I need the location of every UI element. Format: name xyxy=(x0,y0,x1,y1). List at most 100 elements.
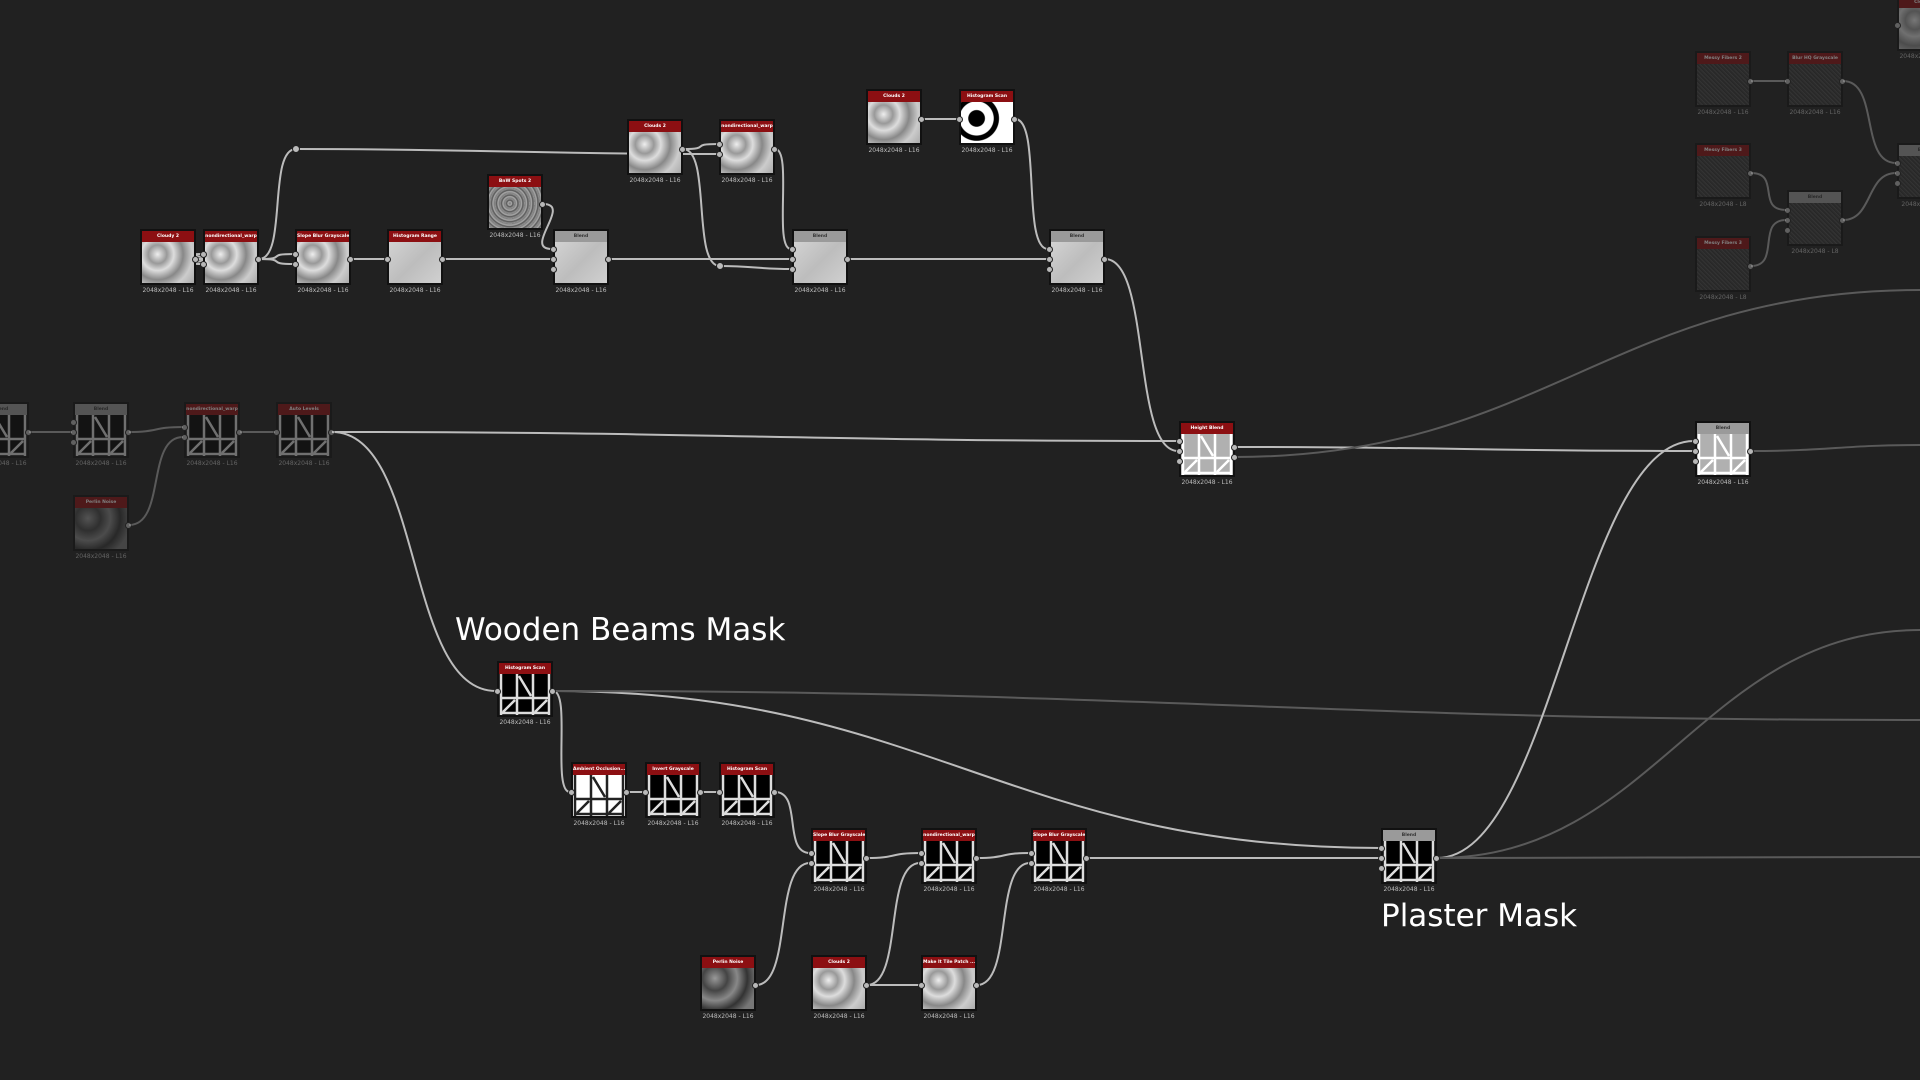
output-port[interactable] xyxy=(125,522,132,529)
input-port[interactable] xyxy=(1176,448,1183,455)
input-port[interactable] xyxy=(292,261,299,268)
input-port[interactable] xyxy=(1046,256,1053,263)
output-port[interactable] xyxy=(1231,444,1238,451)
input-port[interactable] xyxy=(1784,78,1791,85)
input-port[interactable] xyxy=(918,850,925,857)
input-port[interactable] xyxy=(716,141,723,148)
input-port[interactable] xyxy=(292,251,299,258)
output-port[interactable] xyxy=(1747,263,1754,270)
output-port[interactable] xyxy=(752,982,759,989)
input-port[interactable] xyxy=(70,439,77,446)
input-port[interactable] xyxy=(1784,217,1791,224)
output-port[interactable] xyxy=(255,256,262,263)
output-port[interactable] xyxy=(1839,217,1846,224)
output-port[interactable] xyxy=(192,256,199,263)
input-port[interactable] xyxy=(1692,448,1699,455)
output-port[interactable] xyxy=(1083,855,1090,862)
output-port[interactable] xyxy=(1747,448,1754,455)
graph-node[interactable]: Ambient Occlusion...2048x2048 - L16 xyxy=(568,762,630,827)
output-port[interactable] xyxy=(236,429,243,436)
input-port[interactable] xyxy=(642,789,649,796)
input-port[interactable] xyxy=(1176,438,1183,445)
input-port[interactable] xyxy=(789,266,796,273)
input-port[interactable] xyxy=(1046,246,1053,253)
input-port[interactable] xyxy=(1176,458,1183,465)
output-port[interactable] xyxy=(549,688,556,695)
input-port[interactable] xyxy=(200,261,207,268)
input-port[interactable] xyxy=(550,246,557,253)
input-port[interactable] xyxy=(1894,180,1901,187)
input-port[interactable] xyxy=(956,116,963,123)
output-port[interactable] xyxy=(1101,256,1108,263)
output-port[interactable] xyxy=(771,146,778,153)
output-port[interactable] xyxy=(1011,116,1018,123)
input-port[interactable] xyxy=(918,860,925,867)
output-port[interactable] xyxy=(973,982,980,989)
input-port[interactable] xyxy=(716,151,723,158)
input-port[interactable] xyxy=(808,850,815,857)
input-port[interactable] xyxy=(808,860,815,867)
input-port[interactable] xyxy=(1028,850,1035,857)
output-port[interactable] xyxy=(439,256,446,263)
input-port[interactable] xyxy=(1692,438,1699,445)
output-port[interactable] xyxy=(973,855,980,862)
output-port[interactable] xyxy=(1747,170,1754,177)
input-port[interactable] xyxy=(918,982,925,989)
output-port[interactable] xyxy=(844,256,851,263)
input-port[interactable] xyxy=(1784,207,1791,214)
input-port[interactable] xyxy=(1894,170,1901,177)
input-port[interactable] xyxy=(1028,860,1035,867)
input-port[interactable] xyxy=(70,419,77,426)
input-port[interactable] xyxy=(789,256,796,263)
input-port[interactable] xyxy=(181,424,188,431)
input-port[interactable] xyxy=(200,251,207,258)
output-port[interactable] xyxy=(771,789,778,796)
input-port[interactable] xyxy=(550,256,557,263)
input-port[interactable] xyxy=(181,434,188,441)
output-port[interactable] xyxy=(679,146,686,153)
output-port[interactable] xyxy=(623,789,630,796)
input-port[interactable] xyxy=(1894,22,1901,29)
output-port[interactable] xyxy=(918,116,925,123)
input-port[interactable] xyxy=(716,789,723,796)
output-port[interactable] xyxy=(125,429,132,436)
output-port[interactable] xyxy=(347,256,354,263)
input-port[interactable] xyxy=(494,688,501,695)
input-port[interactable] xyxy=(1692,458,1699,465)
output-port[interactable] xyxy=(539,201,546,208)
graph-node[interactable]: Make It Tile Patch ...2048x2048 - L16 xyxy=(918,955,980,1020)
output-port[interactable] xyxy=(328,429,335,436)
input-port[interactable] xyxy=(70,429,77,436)
output-port[interactable] xyxy=(25,429,32,436)
input-port[interactable] xyxy=(384,256,391,263)
